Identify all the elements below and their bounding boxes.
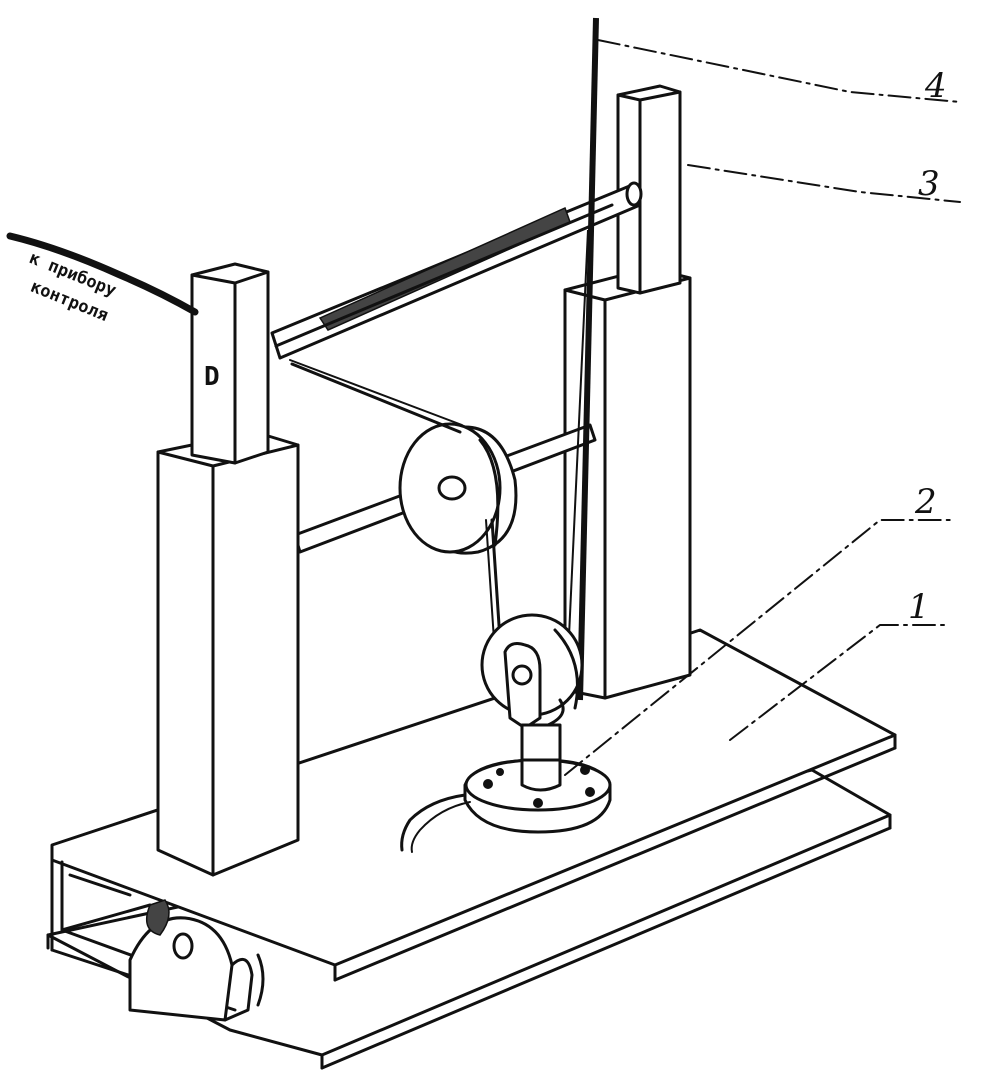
left-post-housing	[156, 430, 300, 877]
vertical-rod	[565, 17, 599, 701]
callout-2: 2	[914, 482, 937, 522]
cable-front	[485, 518, 502, 642]
callout-leaders	[564, 39, 961, 776]
left-post-bar: D	[190, 262, 270, 465]
cable-rear	[289, 359, 463, 434]
upper-shaft	[270, 181, 643, 360]
fork-pulley	[480, 613, 584, 730]
post-mark-d: D	[204, 362, 220, 392]
callout-3: 3	[918, 164, 940, 204]
side-note: к прибору контроля	[26, 248, 119, 326]
drum-pulley	[398, 422, 518, 555]
callout-1: 1	[908, 587, 930, 627]
load-cell	[400, 723, 612, 853]
callout-4: 4	[924, 66, 947, 106]
external-cable	[6, 232, 199, 316]
bottom-roller	[128, 899, 265, 1022]
